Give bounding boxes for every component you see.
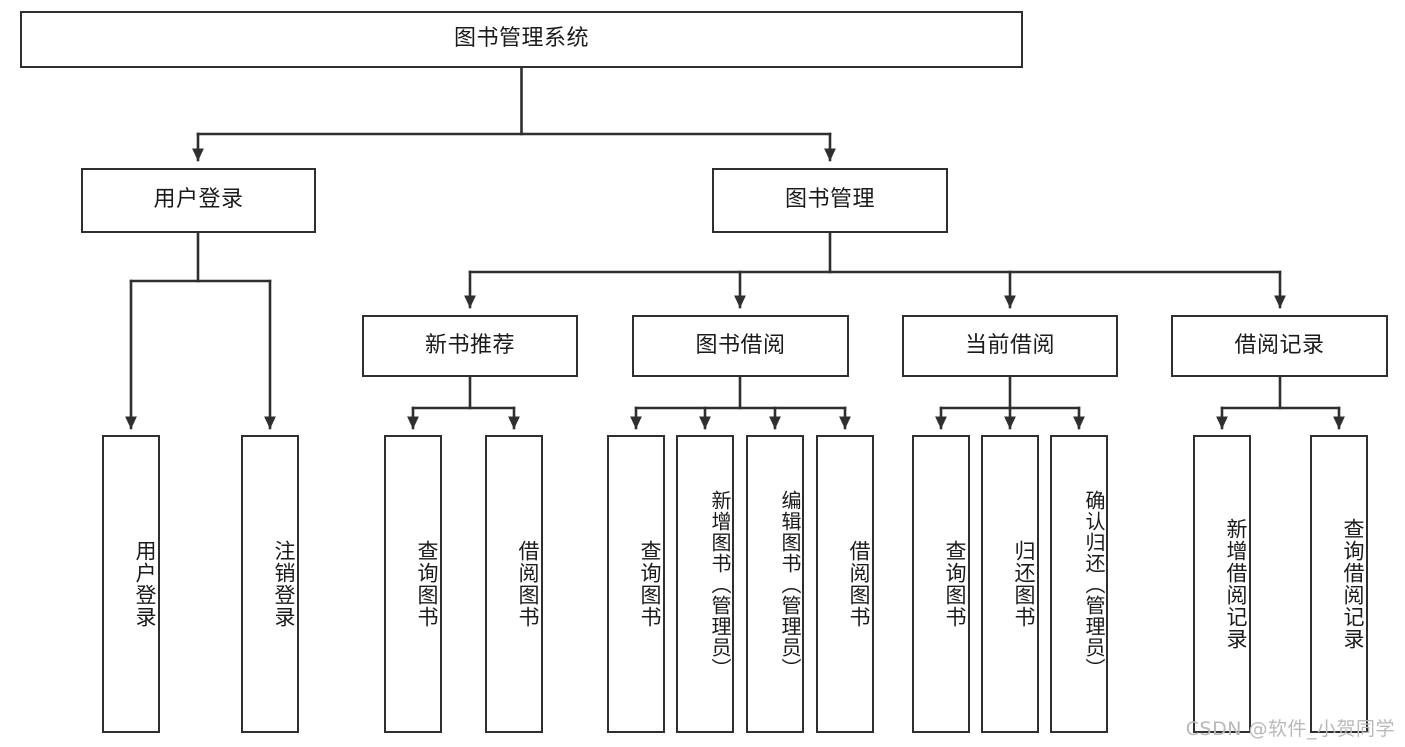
node-user-login[interactable]: 用户登录 — [81, 168, 316, 233]
leaf-return-book[interactable]: 归还图书 — [981, 435, 1039, 733]
node-book-management-label: 图书管理 — [784, 187, 875, 213]
leaf-borrow-book-1-label: 借阅图书 — [516, 540, 540, 628]
leaf-borrow-book-2[interactable]: 借阅图书 — [816, 435, 874, 733]
watermark-text: CSDN @软件_小贺同学 — [1185, 718, 1395, 740]
leaf-edit-book[interactable]: 编辑图书（管理员） — [746, 435, 804, 733]
leaf-query-book-3[interactable]: 查询图书 — [912, 435, 970, 733]
node-root[interactable]: 图书管理系统 — [20, 11, 1023, 68]
leaf-query-book-1[interactable]: 查询图书 — [384, 435, 442, 733]
leaf-query-record-label: 查询借阅记录 — [1341, 518, 1365, 650]
leaf-query-book-1-label: 查询图书 — [415, 540, 439, 628]
node-root-label: 图书管理系统 — [453, 26, 589, 52]
leaf-borrow-book-2-label: 借阅图书 — [847, 540, 871, 628]
leaf-query-book-3-label: 查询图书 — [943, 540, 967, 628]
leaf-return-book-label: 归还图书 — [1012, 540, 1036, 628]
leaf-add-book-label: 新增图书（管理员） — [708, 489, 732, 679]
node-user-login-label: 用户登录 — [153, 187, 244, 213]
node-current-borrow[interactable]: 当前借阅 — [902, 315, 1118, 377]
node-new-book-recommend-label: 新书推荐 — [424, 332, 515, 358]
leaf-confirm-return[interactable]: 确认归还（管理员） — [1050, 435, 1108, 733]
node-book-borrow[interactable]: 图书借阅 — [632, 315, 849, 377]
node-current-borrow-label: 当前借阅 — [964, 332, 1055, 358]
leaf-query-book-2[interactable]: 查询图书 — [607, 435, 665, 733]
leaf-add-record[interactable]: 新增借阅记录 — [1193, 435, 1251, 733]
node-borrow-records[interactable]: 借阅记录 — [1171, 315, 1388, 377]
node-new-book-recommend[interactable]: 新书推荐 — [362, 315, 578, 377]
node-book-management[interactable]: 图书管理 — [712, 168, 948, 233]
node-book-borrow-label: 图书借阅 — [695, 332, 786, 358]
leaf-user-login-label: 用户登录 — [133, 540, 157, 628]
node-borrow-records-label: 借阅记录 — [1234, 332, 1325, 358]
leaf-edit-book-label: 编辑图书（管理员） — [778, 489, 802, 679]
leaf-add-record-label: 新增借阅记录 — [1224, 518, 1248, 650]
leaf-add-book[interactable]: 新增图书（管理员） — [676, 435, 734, 733]
leaf-user-login[interactable]: 用户登录 — [102, 435, 160, 733]
leaf-borrow-book-1[interactable]: 借阅图书 — [485, 435, 543, 733]
leaf-query-book-2-label: 查询图书 — [638, 540, 662, 628]
leaf-confirm-return-label: 确认归还（管理员） — [1082, 489, 1106, 679]
leaf-logout[interactable]: 注销登录 — [241, 435, 299, 733]
leaf-logout-label: 注销登录 — [272, 540, 296, 628]
leaf-query-record[interactable]: 查询借阅记录 — [1310, 435, 1368, 733]
